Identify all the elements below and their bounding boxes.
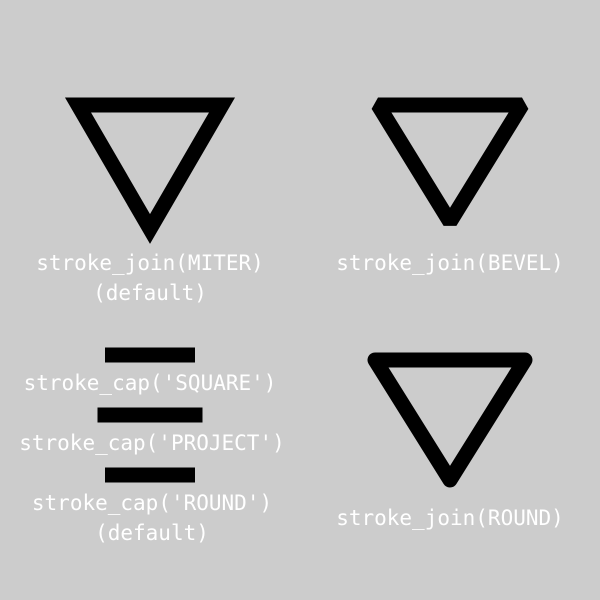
- label-cap-round-title: stroke_cap('ROUND'): [31, 491, 273, 515]
- label-cap-square-title: stroke_cap('SQUARE'): [23, 371, 277, 395]
- label-join-miter-default: (default): [93, 281, 207, 305]
- label-join-round-title: stroke_join(ROUND): [336, 506, 564, 530]
- label-join-miter: stroke_join(MITER) (default): [20, 248, 280, 308]
- label-join-round: stroke_join(ROUND): [320, 503, 580, 533]
- label-join-bevel: stroke_join(BEVEL): [320, 248, 580, 278]
- triangle-round-join: [367, 352, 533, 488]
- label-cap-project: stroke_cap('PROJECT'): [0, 428, 304, 458]
- triangle-bevel-join: [371, 97, 529, 226]
- label-join-bevel-title: stroke_join(BEVEL): [336, 251, 564, 275]
- label-cap-round: stroke_cap('ROUND') (default): [0, 488, 304, 548]
- label-cap-round-default: (default): [95, 521, 209, 545]
- label-cap-square: stroke_cap('SQUARE'): [0, 368, 300, 398]
- label-join-miter-title: stroke_join(MITER): [36, 251, 264, 275]
- triangle-miter-join: [64, 97, 236, 244]
- label-cap-project-title: stroke_cap('PROJECT'): [19, 431, 285, 455]
